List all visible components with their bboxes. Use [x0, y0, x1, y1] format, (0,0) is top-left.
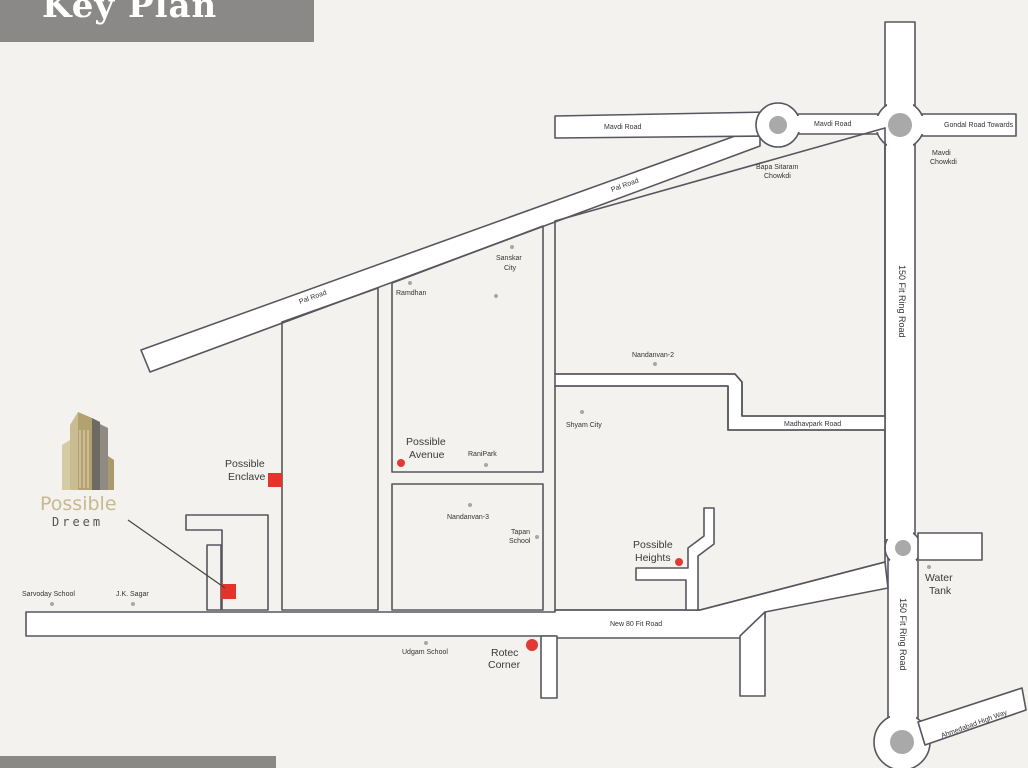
dot-water-tank: [927, 565, 931, 569]
label-possible-enclave-1: Possible: [225, 458, 265, 470]
label-ranipark: RaniPark: [468, 451, 497, 458]
label-sanskar-city-2: City: [504, 265, 517, 272]
label-udgam-school: Udgam School: [402, 649, 448, 656]
dot-nandanvan-2: [653, 362, 657, 366]
label-gondal-road: Gondal Road Towards: [944, 122, 1014, 129]
dot-shyam-city: [580, 410, 584, 414]
label-sarvoday-school: Sarvoday School: [22, 591, 75, 598]
mavdi-roundabout-center: [769, 116, 787, 134]
label-jk-sagar: J.K. Sagar: [116, 591, 149, 598]
label-possible-avenue-2: Avenue: [409, 449, 445, 461]
label-rotec-corner-2: Corner: [488, 659, 521, 671]
rotec-spur: [540, 635, 558, 699]
marker-possible-avenue: [397, 459, 405, 467]
dot-sarvoday-school: [50, 602, 54, 606]
label-water-tank-1: Water: [925, 572, 953, 584]
label-bapa-sitaram-2: Chowkdi: [764, 173, 791, 180]
marker-possible-enclave: [268, 473, 282, 487]
dot-sanskar-south: [494, 294, 498, 298]
label-mavdi-road-right: Mavdi Road: [814, 121, 851, 128]
block-ramdhan: [391, 225, 544, 473]
label-ring-road-north: 150 Fit Ring Road: [897, 265, 907, 338]
block-shyam-city: [554, 385, 886, 611]
block-nandanvan-2: [554, 127, 886, 417]
heights-lane: [635, 507, 715, 611]
dot-tapan-school: [535, 535, 539, 539]
building-icon: [62, 412, 114, 490]
label-tapan-school-1: Tapan: [511, 529, 530, 536]
label-nandanvan-3: Nandanvan-3: [447, 514, 489, 521]
water-tank-road: [917, 532, 983, 561]
label-mavdi-chowkdi-1: Mavdi: [932, 150, 951, 157]
block-dreem-outer: [185, 514, 269, 611]
marker-rotec-corner: [526, 639, 538, 651]
label-mavdi-chowkdi-2: Chowkdi: [930, 159, 957, 166]
label-water-tank-2: Tank: [929, 585, 952, 597]
footer-bar: [0, 756, 276, 768]
dot-nandanvan-3: [468, 503, 472, 507]
label-rotec-corner-1: Rotec: [491, 647, 518, 659]
page-title: Key Plan: [42, 0, 218, 26]
logo-subname: Dreem: [52, 515, 103, 529]
dot-jk-sagar: [131, 602, 135, 606]
ahmedabad-highway: [917, 687, 1027, 746]
pointer-line-dreem: [127, 519, 226, 589]
label-new-80-fit-road: New 80 Fit Road: [610, 621, 662, 628]
logo-name: Possible: [40, 493, 117, 515]
label-possible-avenue-1: Possible: [406, 436, 446, 448]
mavdi-road: [554, 111, 771, 139]
dot-ranipark: [484, 463, 488, 467]
block-enclave-west: [281, 287, 379, 611]
label-madhavpark-road: Madhavpark Road: [784, 421, 841, 428]
marker-possible-heights: [675, 558, 683, 566]
label-bapa-sitaram-1: Bapa Sitaram: [756, 164, 799, 171]
label-nandanvan-2: Nandanvan-2: [632, 352, 674, 359]
header-bar: Key Plan: [0, 0, 314, 42]
label-possible-heights-1: Possible: [633, 539, 673, 551]
label-possible-heights-2: Heights: [635, 552, 671, 564]
label-tapan-school-2: School: [509, 538, 531, 545]
label-shyam-city: Shyam City: [566, 422, 602, 429]
dot-ramdhan: [408, 281, 412, 285]
dot-sanskar-city: [510, 245, 514, 249]
ring-south-center: [890, 730, 914, 754]
dot-udgam-school: [424, 641, 428, 645]
block-nandanvan-3: [391, 483, 544, 611]
label-ramdhan: Ramdhan: [396, 290, 426, 297]
ring-middle-center: [895, 540, 911, 556]
south-spur: [739, 611, 766, 697]
label-ring-road-south: 150 Fit Ring Road: [898, 598, 908, 671]
pal-road: [140, 126, 761, 373]
label-mavdi-road-left: Mavdi Road: [604, 124, 641, 131]
block-dreem-inner: [206, 544, 222, 611]
label-sanskar-city-1: Sanskar: [496, 255, 522, 262]
gondal-roundabout-center: [888, 113, 912, 137]
label-possible-enclave-2: Enclave: [228, 471, 266, 483]
